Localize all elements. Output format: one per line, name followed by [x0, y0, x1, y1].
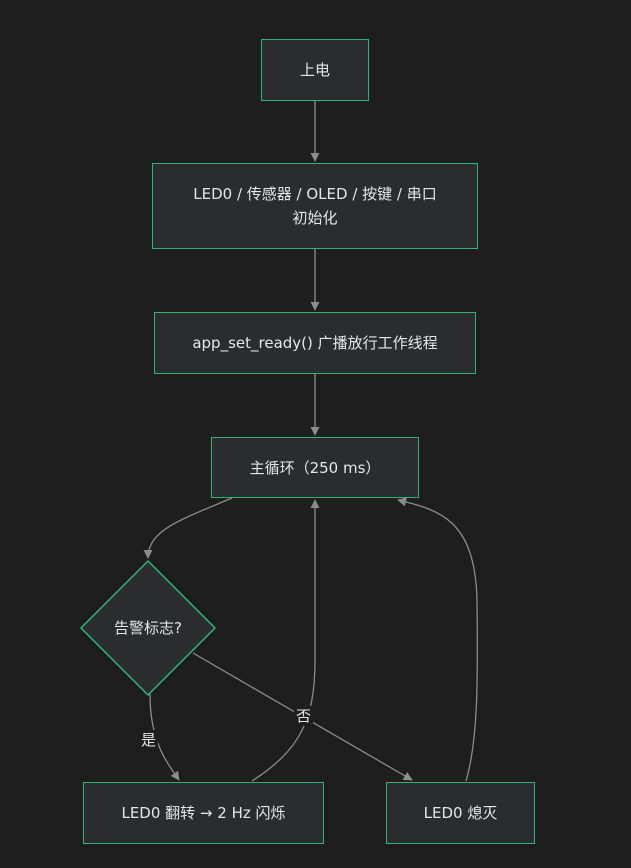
edge-label-no: 否: [294, 706, 314, 726]
decision-diamond: [79, 559, 217, 697]
edge-decision-yes: [149, 693, 180, 781]
node-led-off: LED0 熄灭: [386, 782, 535, 844]
node-power-on: 上电: [261, 39, 369, 101]
node-ready: app_set_ready() 广播放行工作线程: [154, 312, 476, 374]
edge-loop-to-decision: [143, 497, 233, 559]
edge-blink-to-loop: [251, 499, 320, 782]
node-main-loop: 主循环（250 ms）: [211, 437, 419, 498]
edge-off-to-loop: [397, 497, 479, 782]
decision-label: 告警标志?: [114, 619, 182, 637]
edge-label-yes: 是: [139, 730, 159, 750]
node-init: LED0 / 传感器 / OLED / 按键 / 串口初始化: [152, 163, 478, 249]
node-led-blink: LED0 翻转 → 2 Hz 闪烁: [83, 782, 324, 844]
